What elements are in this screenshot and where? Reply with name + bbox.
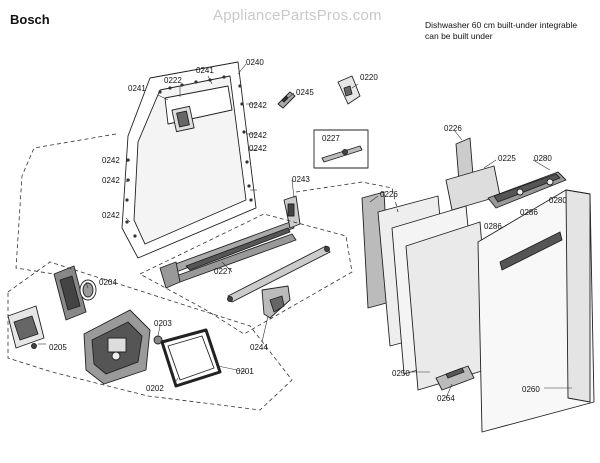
callout-0240: 0240	[246, 58, 264, 67]
callout-0205: 0205	[49, 343, 67, 352]
callout-0226-right: 0226	[444, 124, 462, 133]
callout-0201: 0201	[236, 367, 254, 376]
door-rails	[159, 195, 301, 289]
callout-0260: 0260	[522, 385, 540, 394]
bottom-brackets	[435, 365, 475, 391]
callout-0242-c: 0242	[249, 144, 267, 153]
handle-rail-0280	[487, 171, 567, 209]
callout-0286-a: 0286	[520, 208, 538, 217]
callout-0250: 0250	[392, 369, 410, 378]
gasket-0202	[160, 328, 222, 388]
callout-0241-top: 0241	[196, 66, 214, 75]
callout-0241-left: 0241	[128, 84, 146, 93]
dispenser-assembly	[83, 309, 151, 385]
part-0220	[337, 75, 361, 105]
callout-0280-b: 0280	[549, 196, 567, 205]
callout-0244: 0244	[250, 343, 268, 352]
callout-0227-rail: 0227	[214, 267, 232, 276]
callout-0203: 0203	[154, 319, 172, 328]
part-0205	[7, 305, 45, 349]
part-0244	[227, 245, 331, 319]
part-0227-detail	[313, 129, 369, 169]
callout-0225: 0225	[498, 154, 516, 163]
callout-0242-d: 0242	[102, 156, 120, 165]
callout-labels: 0241 0222 0241 0240 0245 0220 0242 0242 …	[49, 58, 567, 403]
callout-0264: 0264	[437, 394, 455, 403]
callout-0242-a: 0242	[249, 101, 267, 110]
callout-0280-top: 0280	[534, 154, 552, 163]
callout-0242-f: 0242	[102, 211, 120, 220]
callout-0245: 0245	[296, 88, 314, 97]
front-panel-0260	[477, 189, 595, 433]
callout-0243: 0243	[292, 175, 310, 184]
callout-0204: 0204	[99, 278, 117, 287]
callout-0242-e: 0242	[102, 176, 120, 185]
inner-door-panel	[121, 61, 257, 259]
callout-0220: 0220	[360, 73, 378, 82]
description-line-2: can be built under	[425, 31, 493, 41]
callout-0202: 0202	[146, 384, 164, 393]
callout-0226-left: 0226	[380, 190, 398, 199]
callout-0222: 0222	[164, 76, 182, 85]
group-outline-rails	[139, 213, 353, 335]
callout-0286-b: 0286	[484, 222, 502, 231]
brand-name: Bosch	[10, 12, 50, 27]
watermark: AppliancePartsPros.com	[213, 7, 382, 24]
control-module-0204	[53, 265, 97, 321]
description-line-1: Dishwasher 60 cm built-under integrable	[425, 20, 578, 30]
door-panels	[377, 165, 501, 391]
callout-0227-detail: 0227	[322, 134, 340, 143]
group-outline-left	[15, 133, 117, 275]
group-outline-dispenser	[7, 261, 293, 411]
callout-0242-b: 0242	[249, 131, 267, 140]
appliance-description: Dishwasher 60 cm built-under integrable …	[425, 20, 577, 42]
